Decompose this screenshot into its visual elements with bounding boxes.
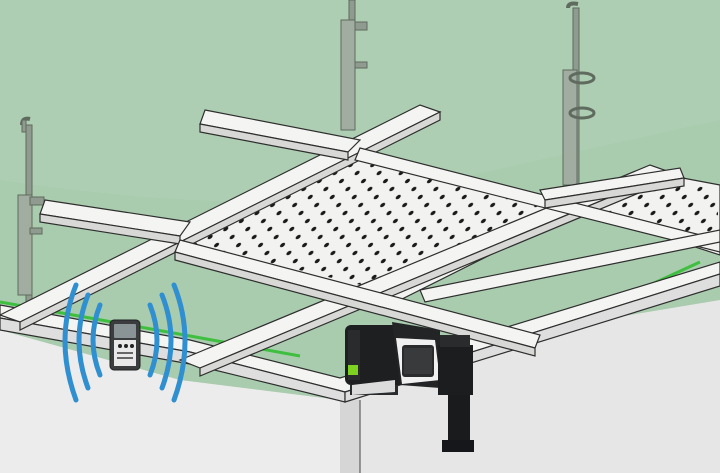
signal-waves-icon xyxy=(62,282,188,403)
hanger-middle xyxy=(340,0,368,131)
laser-level xyxy=(345,322,474,452)
remote-control xyxy=(109,319,141,371)
cross-runner-right xyxy=(354,147,720,253)
wall xyxy=(0,300,720,473)
ceiling-grid xyxy=(0,104,720,377)
hanger-right xyxy=(562,1,596,189)
hanger-far xyxy=(21,119,27,133)
front-runner xyxy=(419,229,720,303)
hanger-rods xyxy=(17,0,596,306)
